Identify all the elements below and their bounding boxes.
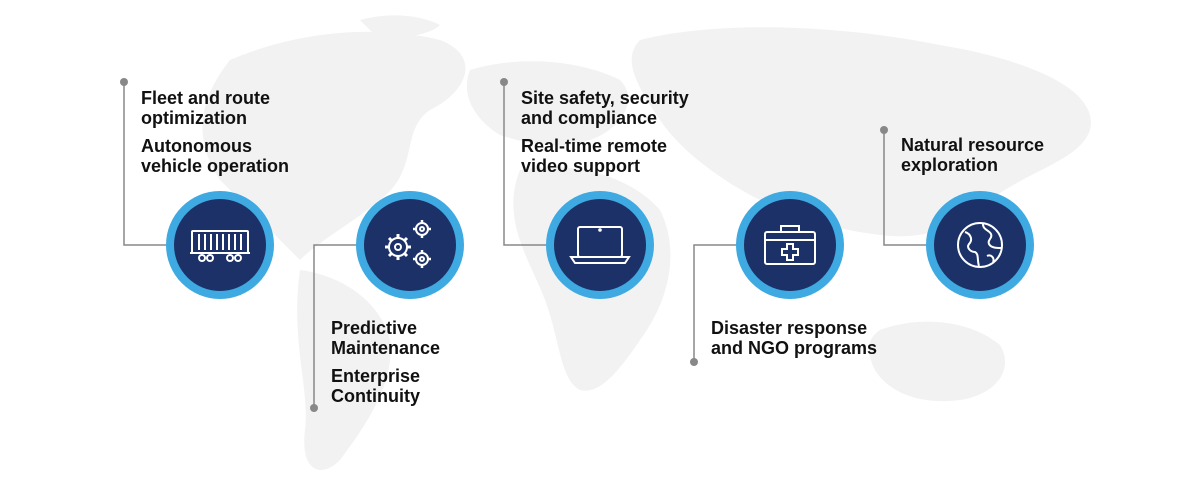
freight-train-car-icon (190, 230, 250, 262)
connector-dot-4 (690, 358, 698, 366)
connector-dot-3 (500, 78, 508, 86)
node-disaster (736, 191, 844, 299)
connector-line-2 (313, 244, 356, 408)
label-natural-resource: Natural resource exploration (901, 135, 1045, 175)
label-site-safety: Site safety, security and compliance (521, 88, 689, 128)
label-predictive-maintenance: Predictive Maintenance (331, 318, 441, 358)
connector-line-1 (123, 82, 166, 246)
connector-dot-5 (880, 126, 888, 134)
connector-line-4 (693, 244, 736, 362)
node-fleet (166, 191, 274, 299)
node-site-safety (546, 191, 654, 299)
label-disaster-response: Disaster response and NGO programs (711, 318, 878, 358)
label-autonomous-vehicle: Autonomous vehicle operation (141, 136, 290, 176)
node-fleet-circle (174, 199, 266, 291)
label-group-fleet: Fleet and route optimization Autonomous … (141, 88, 289, 184)
gears-icon (385, 220, 431, 268)
connector-dot-2 (310, 404, 318, 412)
label-fleet-route: Fleet and route optimization (141, 88, 271, 128)
node-disaster-circle (744, 199, 836, 291)
node-site-safety-circle (554, 199, 646, 291)
node-natural-resource (926, 191, 1034, 299)
connector-line-3 (503, 82, 546, 246)
label-group-site-safety: Site safety, security and compliance Rea… (521, 88, 689, 184)
label-enterprise-continuity: Enterprise Continuity (331, 366, 421, 406)
label-group-natural-resource: Natural resource exploration (901, 135, 1044, 183)
connector-dot-1 (120, 78, 128, 86)
node-natural-resource-circle (934, 199, 1026, 291)
label-group-maintenance: Predictive Maintenance Enterprise Contin… (331, 318, 440, 414)
label-group-disaster: Disaster response and NGO programs (711, 318, 877, 366)
label-remote-video: Real-time remote video support (521, 136, 668, 176)
first-aid-kit-icon (764, 225, 816, 265)
laptop-icon (569, 226, 631, 264)
node-maintenance (356, 191, 464, 299)
globe-icon (957, 222, 1003, 268)
connector-line-5 (883, 130, 926, 246)
node-maintenance-circle (364, 199, 456, 291)
